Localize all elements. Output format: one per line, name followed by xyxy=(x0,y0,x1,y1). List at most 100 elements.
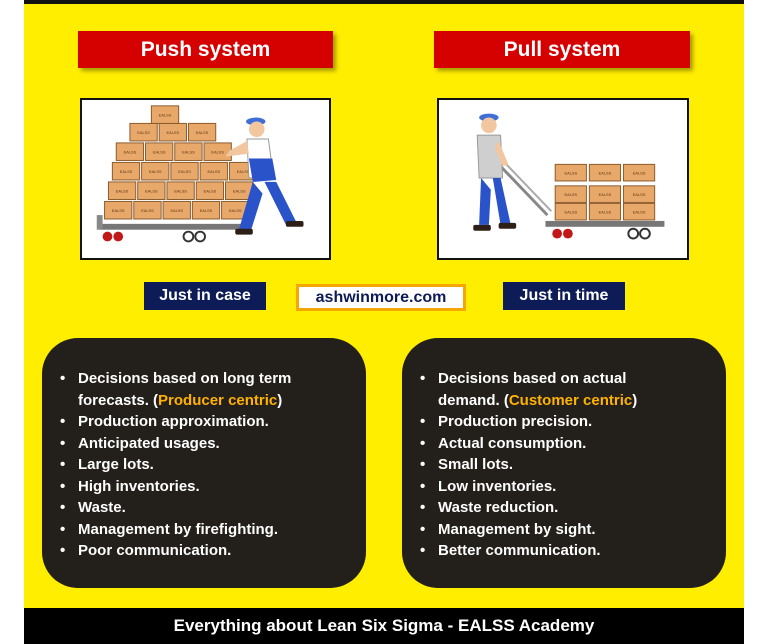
push-box-stack: EALSS EALSS EALSS EALSS EALSS EALSS EALSS EALSS… xyxy=(104,105,258,220)
push-worker-cart-image: EALSS EALSS EALSS EALSS EALSS EALSS EALSS EALSS… xyxy=(96,105,304,243)
svg-text:EALSS: EALSS xyxy=(137,130,150,135)
bullet-icon: • xyxy=(60,477,66,495)
list-item: •Low inventories. xyxy=(402,476,726,498)
pull-system-title: Pull system xyxy=(434,31,690,68)
bullet-icon: • xyxy=(420,477,426,495)
list-item: •Management by firefighting. xyxy=(42,519,366,541)
just-in-time-tag: Just in time xyxy=(503,282,625,310)
list-item: •Waste. xyxy=(42,497,366,519)
svg-text:EALSS: EALSS xyxy=(174,189,187,194)
pull-worker-figure xyxy=(473,113,517,231)
push-characteristics-card: • Decisions based on long term forecasts… xyxy=(42,338,366,588)
svg-text:EALSS: EALSS xyxy=(159,113,172,118)
cardboard-box: EALSS xyxy=(554,202,587,221)
cardboard-box: EALSS xyxy=(195,181,225,200)
cardboard-box: EALSS xyxy=(115,142,145,161)
svg-text:EALSS: EALSS xyxy=(565,192,578,197)
svg-text:EALSS: EALSS xyxy=(120,169,133,174)
list-item: •Management by sight. xyxy=(402,519,726,541)
svg-text:EALSS: EALSS xyxy=(178,169,191,174)
list-item: •Production precision. xyxy=(402,411,726,433)
cardboard-box: EALSS xyxy=(554,185,587,203)
cardboard-box: EALSS xyxy=(158,122,187,142)
cardboard-box: EALSS xyxy=(166,181,195,200)
svg-text:EALSS: EALSS xyxy=(145,189,158,194)
svg-text:EALSS: EALSS xyxy=(153,150,166,155)
cardboard-box: EALSS xyxy=(104,200,133,220)
cardboard-box: EALSS xyxy=(191,200,221,220)
bullet-icon: • xyxy=(420,499,426,516)
cardboard-box: EALSS xyxy=(187,122,217,142)
bullet-icon: • xyxy=(420,520,426,538)
push-item-decisions: • Decisions based on long term forecasts… xyxy=(60,370,292,409)
cardboard-box: EALSS xyxy=(622,185,656,203)
list-item: •Small lots. xyxy=(402,454,726,476)
pull-item-decisions: • Decisions based on actual demand. (Cus… xyxy=(420,370,638,409)
pull-characteristics-list: • Decisions based on actual demand. (Cus… xyxy=(402,368,726,562)
svg-text:EALSS: EALSS xyxy=(204,189,217,194)
push-illustration: EALSS EALSS EALSS EALSS EALSS EALSS EALSS EALSS… xyxy=(80,98,331,260)
bullet-icon: • xyxy=(420,542,426,559)
cardboard-box: EALSS xyxy=(588,163,622,182)
list-item: •Large lots. xyxy=(42,454,366,476)
svg-text:EALSS: EALSS xyxy=(167,130,180,135)
svg-text:EALSS: EALSS xyxy=(141,208,154,213)
svg-text:EALSS: EALSS xyxy=(149,169,162,174)
list-item: •Production approximation. xyxy=(42,411,366,433)
cardboard-box: EALSS xyxy=(162,200,191,220)
svg-text:EALSS: EALSS xyxy=(124,150,137,155)
svg-text:EALSS: EALSS xyxy=(633,192,646,197)
push-worker-figure xyxy=(225,117,304,235)
bullet-icon: • xyxy=(420,370,426,387)
list-item: •High inventories. xyxy=(42,476,366,498)
push-characteristics-list: • Decisions based on long term forecasts… xyxy=(42,368,366,562)
bullet-icon: • xyxy=(60,370,66,387)
bullet-icon: • xyxy=(60,542,66,559)
footer-banner: Everything about Lean Six Sigma - EALSS … xyxy=(24,608,744,644)
producer-centric-highlight: Producer centric xyxy=(158,391,278,409)
svg-text:EALSS: EALSS xyxy=(633,210,646,215)
cardboard-box: EALSS xyxy=(141,161,170,181)
customer-centric-highlight: Customer centric xyxy=(508,391,633,409)
svg-text:EALSS: EALSS xyxy=(599,192,612,197)
cardboard-box: EALSS xyxy=(174,142,203,161)
bullet-icon: • xyxy=(60,456,66,473)
svg-text:EALSS: EALSS xyxy=(182,150,195,155)
svg-text:EALSS: EALSS xyxy=(170,208,183,213)
cardboard-box: EALSS xyxy=(221,200,250,220)
list-item: •Anticipated usages. xyxy=(42,433,366,455)
bullet-icon: • xyxy=(420,434,426,452)
bullet-icon: • xyxy=(60,520,66,538)
svg-text:EALSS: EALSS xyxy=(565,210,578,215)
push-cart-wheels xyxy=(102,230,206,243)
svg-text:EALSS: EALSS xyxy=(208,169,221,174)
svg-text:EALSS: EALSS xyxy=(200,208,213,213)
svg-text:EALSS: EALSS xyxy=(599,171,612,176)
pull-cart-wheels xyxy=(552,227,651,240)
cardboard-box: EALSS xyxy=(150,105,180,124)
pull-worker-cart-image: EALSS EALSS EALSS EALSS EALSS EALSS EALSS EALSS… xyxy=(473,113,665,240)
bullet-icon: • xyxy=(420,456,426,473)
svg-text:EALSS: EALSS xyxy=(233,189,246,194)
cardboard-box: EALSS xyxy=(622,163,656,182)
website-link[interactable]: ashwinmore.com xyxy=(296,284,466,311)
pull-box-stack: EALSS EALSS EALSS EALSS EALSS EALSS EALSS EALSS… xyxy=(554,163,656,221)
pull-illustration: EALSS EALSS EALSS EALSS EALSS EALSS EALSS EALSS… xyxy=(437,98,689,260)
svg-text:EALSS: EALSS xyxy=(237,169,250,174)
svg-text:EALSS: EALSS xyxy=(116,189,129,194)
cardboard-box: EALSS xyxy=(145,142,174,161)
svg-text:EALSS: EALSS xyxy=(211,150,224,155)
svg-text:EALSS: EALSS xyxy=(565,171,578,176)
push-system-title: Push system xyxy=(78,31,333,68)
pull-characteristics-card: • Decisions based on actual demand. (Cus… xyxy=(402,338,726,588)
cardboard-box: EALSS xyxy=(622,202,656,221)
cardboard-box: EALSS xyxy=(133,200,162,220)
bullet-icon: • xyxy=(60,413,66,430)
list-item: •Waste reduction. xyxy=(402,497,726,519)
cardboard-box: EALSS xyxy=(199,161,228,181)
cardboard-box: EALSS xyxy=(111,161,141,181)
cardboard-box: EALSS xyxy=(129,122,158,142)
top-rule xyxy=(24,0,744,4)
bullet-icon: • xyxy=(60,499,66,516)
